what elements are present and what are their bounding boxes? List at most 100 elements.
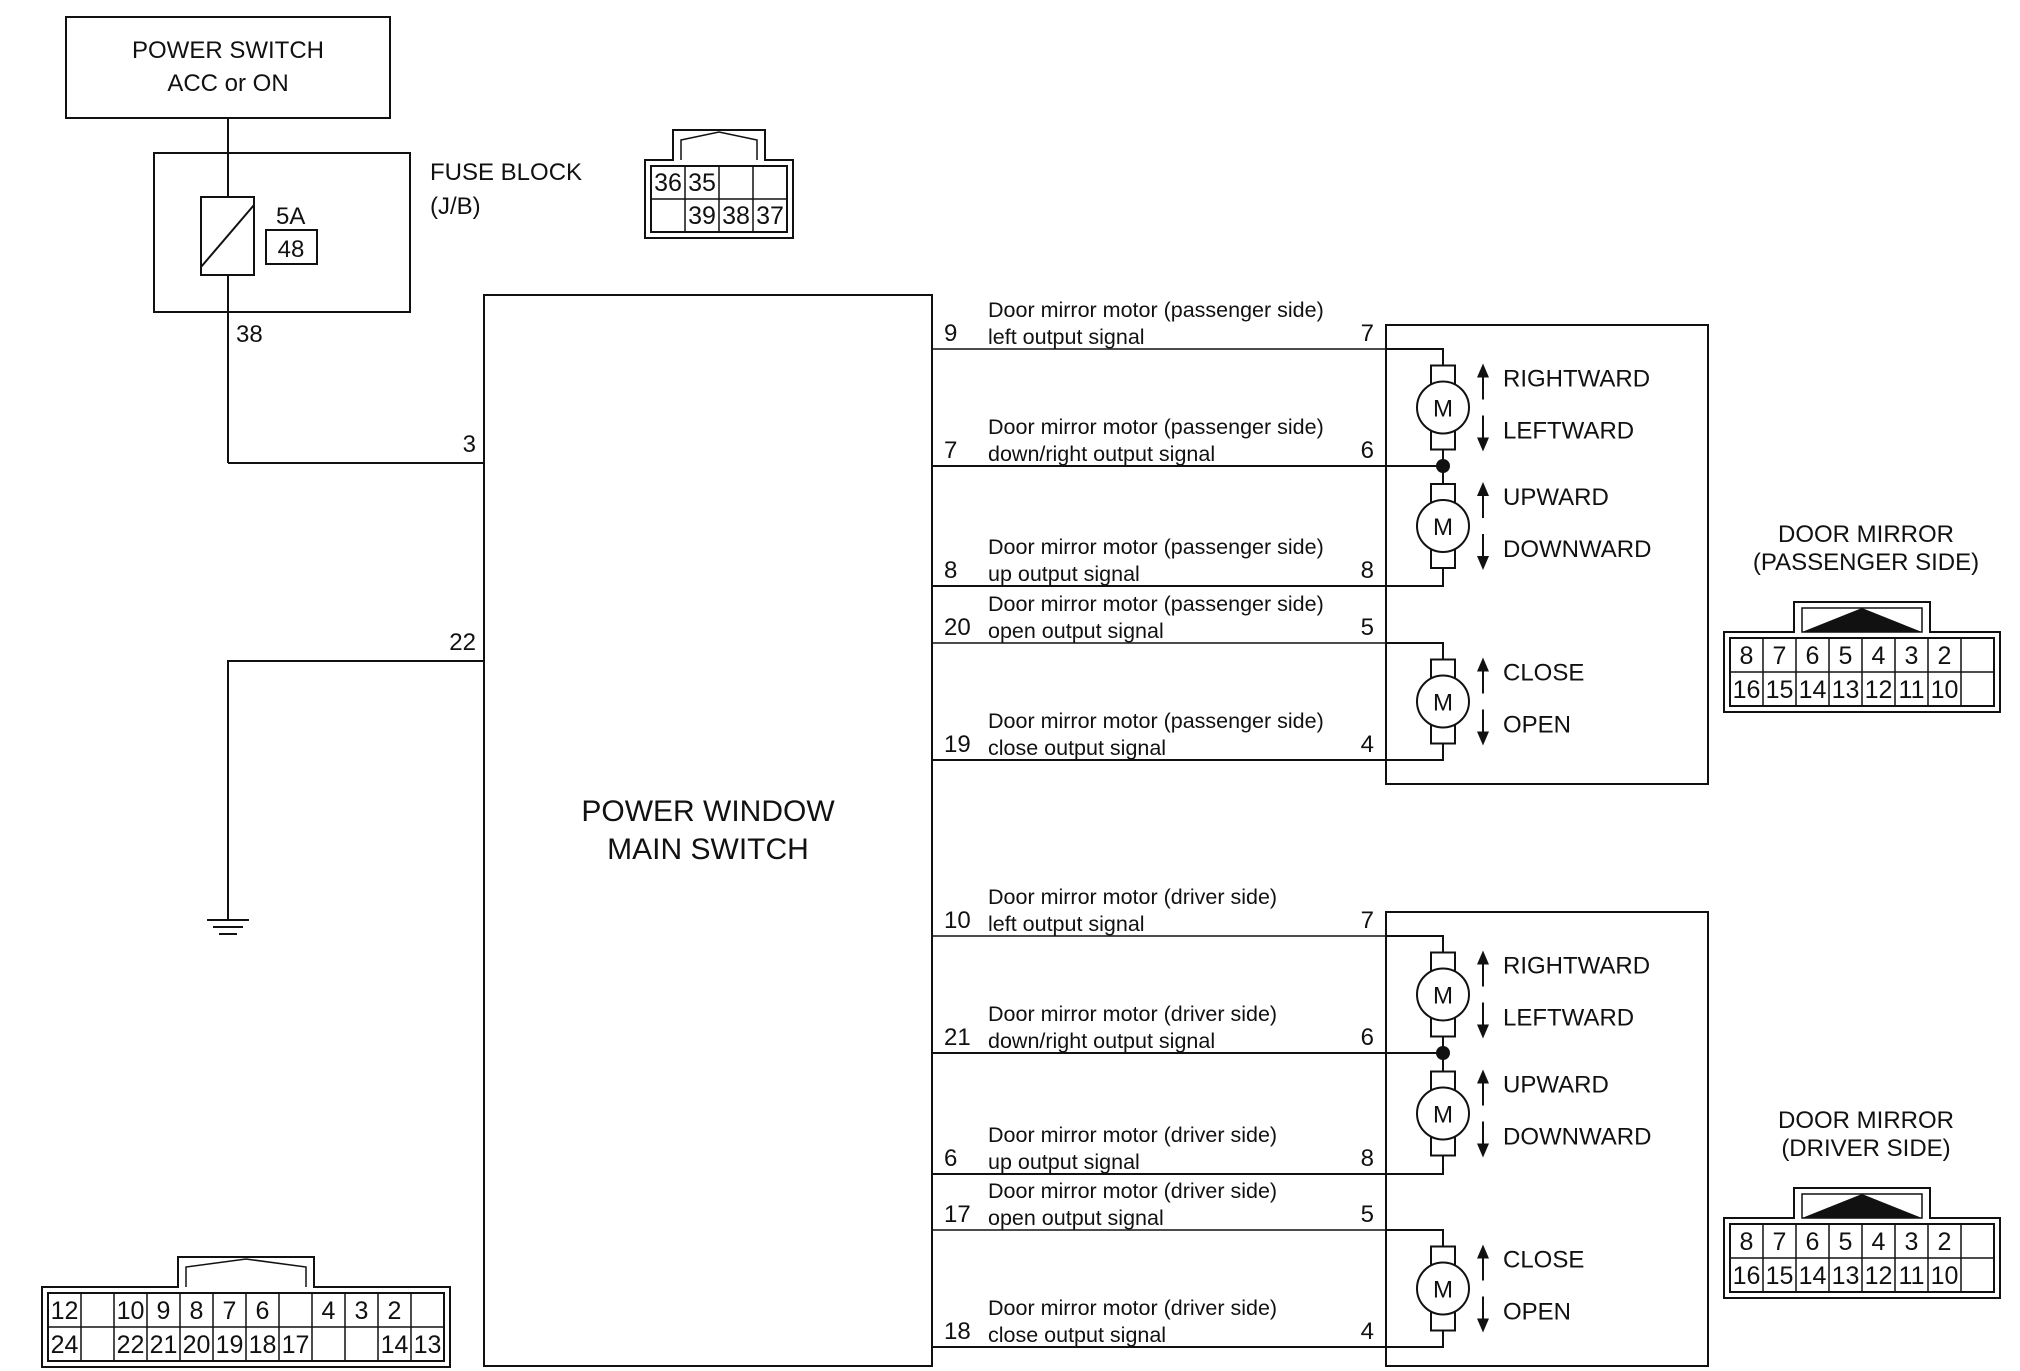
switch-pin-number: 19	[944, 731, 971, 758]
signal-row: Door mirror motor (driver side)down/righ…	[932, 1002, 1386, 1054]
down-arrowhead	[1477, 1143, 1489, 1158]
mirror-block-driver: MRIGHTWARDLEFTWARDMUPWARDDOWNWARDMCLOSEO…	[1385, 911, 1954, 1367]
signal-label-line2: left output signal	[988, 912, 1145, 936]
mirror-pin-number: 4	[1361, 731, 1374, 758]
connector-pin-label: 24	[51, 1331, 79, 1359]
up-arrowhead	[1477, 1069, 1489, 1084]
connector-pin-label: 22	[117, 1331, 145, 1359]
motor-symbol: M	[1433, 1102, 1453, 1129]
motor-icon	[1416, 967, 1470, 1022]
motor-direction-down-label: LEFTWARD	[1503, 418, 1634, 445]
mirror-internal-wire	[1386, 1229, 1444, 1247]
signal-label-line2: open output signal	[988, 619, 1164, 643]
signal-label-line1: Door mirror motor (driver side)	[988, 1179, 1277, 1203]
switch-pin-number: 6	[944, 1145, 957, 1172]
connector-lock-frame	[1801, 1193, 1923, 1219]
connector-pin-label: 21	[150, 1331, 178, 1359]
connector-pin-label: 13	[1832, 676, 1860, 704]
connector-pin-label: 15	[1766, 676, 1794, 704]
connector-pin-label: 8	[1740, 642, 1754, 670]
motor-icon	[1416, 499, 1470, 553]
signal-row: Door mirror motor (driver side)left outp…	[932, 885, 1386, 937]
signal-label-line1: Door mirror motor (passenger side)	[988, 415, 1324, 439]
signal-label-line2: down/right output signal	[988, 442, 1215, 466]
power-switch: POWER SWITCH ACC or ON	[65, 16, 391, 119]
mirror-pin-number: 5	[1361, 614, 1374, 641]
door-mirror-title: DOOR MIRROR	[1778, 1107, 1954, 1134]
motor-direction-up-label: RIGHTWARD	[1503, 366, 1650, 393]
connector-pin-label: 8	[190, 1297, 204, 1325]
up-arrowhead	[1477, 482, 1489, 496]
connector-pin-label: 16	[1733, 1262, 1761, 1290]
signal-row: Door mirror motor (passenger side)left o…	[932, 298, 1386, 350]
connector-pin-label: 12	[1865, 1262, 1893, 1290]
signal-label-line1: Door mirror motor (passenger side)	[988, 709, 1324, 733]
ground-icon	[207, 919, 249, 935]
junction-dot	[1436, 1046, 1450, 1060]
mirror-pin-number: 7	[1361, 320, 1374, 347]
fuse-block: 5A 48 38 FUSE BLOCK (J/B)	[153, 118, 582, 463]
signal-row: Door mirror motor (passenger side) open o…	[932, 592, 1386, 644]
connector-lock	[1802, 608, 1922, 632]
signal-label-line2: up output signal	[988, 562, 1140, 586]
mirror-internal-wire	[1386, 642, 1444, 660]
signal-label-line1: Door mirror motor (passenger side)	[988, 592, 1324, 616]
motor: M CLOSE OPEN	[1416, 1244, 1584, 1333]
switch-pin-number: 10	[944, 907, 971, 934]
mirror-pin-number: 8	[1361, 557, 1374, 584]
connector-pin-label: 5	[1839, 642, 1853, 670]
mirror-pin-number: 6	[1361, 437, 1374, 464]
connector-pin-label: 8	[1740, 1228, 1754, 1256]
motor-direction-down-label: OPEN	[1503, 1299, 1571, 1326]
signal-label-line2: open output signal	[988, 1206, 1164, 1230]
connector-pin-label: 36	[654, 169, 682, 197]
mirror-pin-number: 6	[1361, 1024, 1374, 1051]
switch-pin-number: 8	[944, 557, 957, 584]
motor-symbol: M	[1433, 690, 1453, 717]
fuse-block-code: (J/B)	[430, 193, 481, 220]
connector-pin-label: 7	[223, 1297, 237, 1325]
connector-lock	[680, 131, 758, 160]
main-switch-power-terminal: 3	[463, 431, 476, 458]
motor-direction-up-label: CLOSE	[1503, 1247, 1584, 1274]
connector-pin-label: 14	[1799, 1262, 1827, 1290]
connector-pin-label: 6	[256, 1297, 270, 1325]
motor-symbol: M	[1433, 396, 1453, 423]
signal-label-line2: up output signal	[988, 1150, 1140, 1174]
motor-symbol: M	[1433, 1277, 1453, 1304]
connector-pin-label: 2	[1938, 642, 1952, 670]
connector-pin-label: 14	[381, 1331, 409, 1359]
connector-pin-label: 2	[1938, 1228, 1952, 1256]
signal-label-line2: close output signal	[988, 1323, 1166, 1347]
power-switch-mode: ACC or ON	[167, 70, 288, 97]
motor: M RIGHTWARD LEFTWARD	[1416, 363, 1650, 452]
signal-label-line1: Door mirror motor (driver side)	[988, 1002, 1277, 1026]
motor-direction-up-label: RIGHTWARD	[1503, 953, 1650, 980]
fuse-output-terminal: 38	[236, 321, 263, 348]
connector-pin-label: 38	[722, 202, 750, 230]
connector-pin-label: 12	[51, 1297, 79, 1325]
down-arrowhead	[1477, 1318, 1489, 1333]
connector-lock-frame	[1801, 607, 1923, 633]
up-arrowhead	[1477, 950, 1489, 965]
motor-direction-down-label: LEFTWARD	[1503, 1005, 1634, 1032]
mirror-block-passenger: MRIGHTWARDLEFTWARDMUPWARDDOWNWARDMCLOSEO…	[1385, 324, 1979, 785]
down-arrowhead	[1477, 1024, 1489, 1039]
connector-pin-label: 6	[1806, 1228, 1820, 1256]
down-arrowhead	[1477, 556, 1489, 570]
connector-pin-label: 10	[1931, 676, 1959, 704]
switch-pin-number: 9	[944, 320, 957, 347]
connector-lock	[1802, 1194, 1922, 1218]
connector-pin-label: 3	[1905, 642, 1919, 670]
connector-pin-label: 16	[1733, 676, 1761, 704]
motor-symbol: M	[1433, 514, 1453, 541]
connector-pin-label: 10	[1931, 1262, 1959, 1290]
mirror-internal-wire	[1386, 743, 1444, 761]
motor-icon	[1416, 380, 1470, 435]
motor-direction-up-label: CLOSE	[1503, 660, 1584, 687]
down-arrowhead	[1477, 437, 1489, 452]
switch-pin-number: 21	[944, 1024, 971, 1051]
